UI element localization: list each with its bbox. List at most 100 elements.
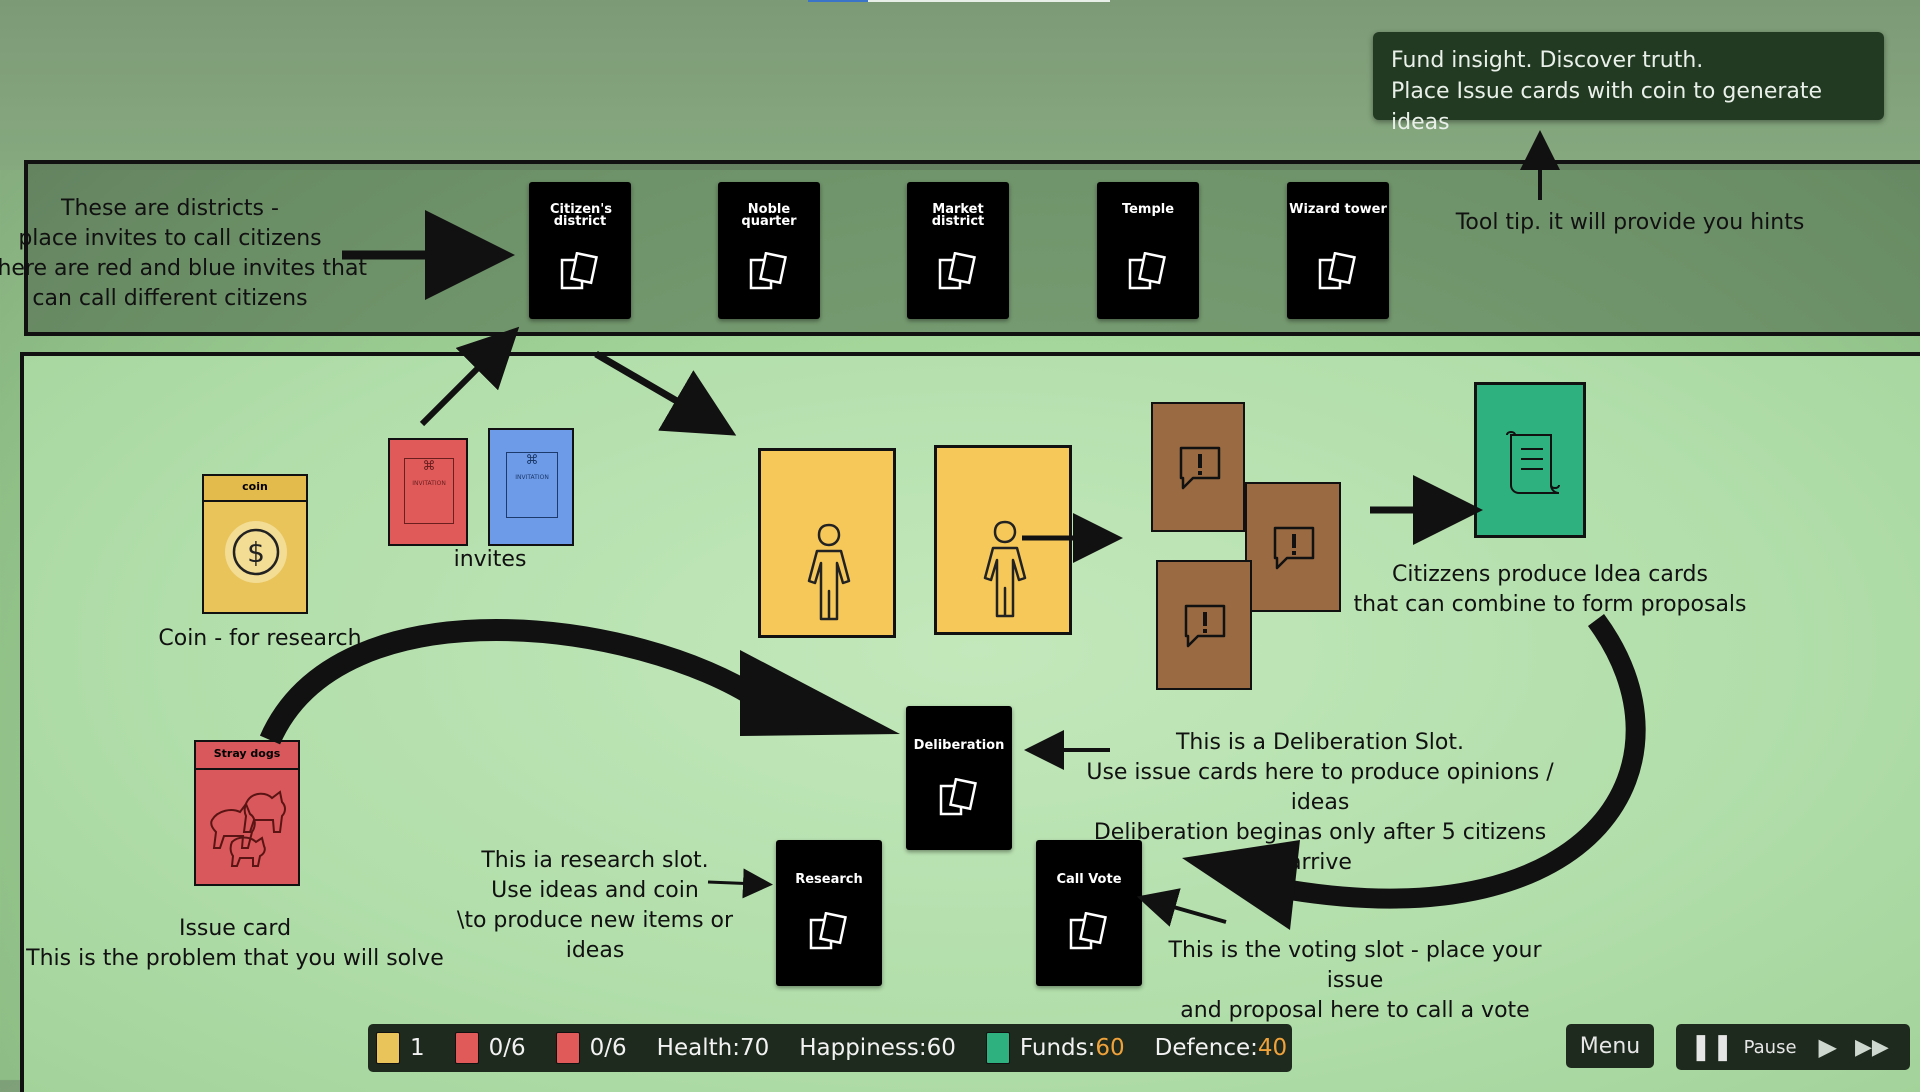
deliberation-note-line: This is a Deliberation Slot. bbox=[1175, 730, 1464, 755]
arrow bbox=[707, 868, 773, 899]
idea-card[interactable] bbox=[1156, 560, 1252, 690]
district-card-label: Noble quarter bbox=[741, 202, 797, 229]
curved-arrow bbox=[1288, 614, 1646, 909]
defence-stat: Defence:40 bbox=[1155, 1035, 1288, 1061]
research-slot-label: Research bbox=[795, 872, 863, 887]
cards-icon bbox=[1126, 251, 1170, 294]
coins-stat: 1 bbox=[376, 1032, 425, 1064]
cards-icon bbox=[936, 251, 980, 294]
invitation-label: INVITATION bbox=[515, 474, 549, 481]
playback-controls: ❚❚ Pause ▶ ▶▶ bbox=[1676, 1024, 1910, 1070]
district-card-citizens[interactable]: Citizen's district bbox=[529, 182, 631, 319]
issue-card[interactable]: Stray dogs bbox=[194, 740, 300, 886]
red-invites-value: 0/6 bbox=[488, 1035, 526, 1061]
red-invites-stat: 0/6 bbox=[454, 1032, 526, 1064]
arrow-head bbox=[1182, 840, 1300, 930]
citizens-note-line: that can combine to form proposals bbox=[1353, 592, 1747, 617]
person-icon bbox=[807, 523, 851, 621]
coin-card[interactable]: coin $ bbox=[202, 474, 308, 614]
invitation-label: INVITATION bbox=[412, 480, 446, 487]
coin-card-label: coin bbox=[204, 476, 306, 502]
scroll-icon bbox=[1506, 431, 1560, 494]
issue-note-line: Issue card bbox=[178, 916, 292, 941]
citizen-invite-icon bbox=[555, 1032, 580, 1064]
blue-invite-card[interactable]: ⌘ INVITATION bbox=[488, 428, 574, 546]
invitation-icon: ⌘ INVITATION bbox=[404, 458, 454, 524]
funds-value: 60 bbox=[1095, 1035, 1125, 1061]
red-invite-icon bbox=[454, 1032, 479, 1064]
cards-icon bbox=[1316, 251, 1360, 294]
pause-button[interactable]: Pause bbox=[1743, 1036, 1797, 1058]
tooltip-line-2: Place Issue cards with coin to generate … bbox=[1391, 79, 1823, 135]
research-note-line: Use ideas and coin bbox=[491, 878, 699, 903]
districts-note-line: can call different citizens bbox=[32, 286, 308, 311]
cards-icon bbox=[558, 251, 602, 294]
district-card-temple[interactable]: Temple bbox=[1097, 182, 1199, 319]
curved-arrow bbox=[259, 619, 767, 745]
status-bar: 1 0/6 0/6 Health:70 Happiness:60 Funds:6… bbox=[368, 1024, 1292, 1072]
citizen-card[interactable] bbox=[758, 448, 896, 638]
tooltip-note: Tool tip. it will provide you hints bbox=[1455, 210, 1805, 235]
defence-label: Defence: bbox=[1154, 1035, 1258, 1061]
coin-icon: $ bbox=[224, 520, 288, 588]
district-card-label: Citizen's district bbox=[550, 202, 613, 229]
cards-icon bbox=[1067, 911, 1111, 954]
arrow bbox=[419, 326, 520, 427]
funds-stat: Funds:60 bbox=[985, 1032, 1125, 1064]
district-card-market[interactable]: Market district bbox=[907, 182, 1009, 319]
arrow-head bbox=[740, 650, 900, 736]
blue-invites-stat: 0/6 bbox=[555, 1032, 627, 1064]
districts-note-line: There are red and blue invites that bbox=[0, 256, 368, 281]
district-card-label: Wizard tower bbox=[1289, 202, 1387, 217]
funds-label: Funds: bbox=[1019, 1035, 1096, 1061]
speech-alert-icon bbox=[1273, 526, 1315, 570]
fast-forward-icon[interactable]: ▶▶ bbox=[1854, 1034, 1889, 1060]
deliberation-slot-label: Deliberation bbox=[913, 738, 1005, 753]
issue-card-label: Stray dogs bbox=[196, 742, 298, 770]
district-card-wizard[interactable]: Wizard tower bbox=[1287, 182, 1389, 319]
arrow bbox=[594, 350, 737, 436]
arrow bbox=[1136, 888, 1227, 927]
citizens-note-line: Citizzens produce Idea cards bbox=[1392, 562, 1708, 587]
proposal-card[interactable] bbox=[1474, 382, 1586, 538]
coin-note: Coin - for research bbox=[158, 626, 362, 651]
vote-slot[interactable]: Call Vote bbox=[1036, 840, 1142, 986]
deliberation-note-line: Use issue cards here to produce opinions… bbox=[1086, 760, 1554, 815]
deliberation-note: This is a Deliberation Slot. Use issue c… bbox=[1060, 728, 1580, 878]
cards-icon bbox=[747, 251, 791, 294]
districts-note-line: place invites to call citizens bbox=[18, 226, 322, 251]
person-icon bbox=[983, 520, 1027, 618]
menu-button[interactable]: Menu bbox=[1566, 1024, 1654, 1068]
deliberation-slot[interactable]: Deliberation bbox=[906, 706, 1012, 850]
research-note-line: \to produce new items or ideas bbox=[456, 908, 734, 963]
dogs-icon bbox=[210, 790, 286, 867]
research-note: This ia research slot. Use ideas and coi… bbox=[430, 846, 760, 966]
red-invite-card[interactable]: ⌘ INVITATION bbox=[388, 438, 468, 546]
idea-card[interactable] bbox=[1245, 482, 1341, 612]
coin-icon bbox=[376, 1032, 400, 1064]
defence-value: 40 bbox=[1257, 1035, 1288, 1061]
speech-alert-icon bbox=[1179, 446, 1221, 490]
research-note-line: This ia research slot. bbox=[481, 848, 709, 873]
vote-slot-label: Call Vote bbox=[1056, 872, 1122, 887]
health-stat: Health:70 bbox=[656, 1035, 770, 1061]
research-slot[interactable]: Research bbox=[776, 840, 882, 986]
district-card-noble[interactable]: Noble quarter bbox=[718, 182, 820, 319]
happiness-stat: Happiness:60 bbox=[799, 1035, 956, 1061]
idea-card[interactable] bbox=[1151, 402, 1245, 532]
tooltip-line-1: Fund insight. Discover truth. bbox=[1391, 48, 1704, 73]
coins-value: 1 bbox=[410, 1035, 425, 1061]
districts-note: These are districts - place invites to c… bbox=[0, 194, 368, 314]
funds-icon bbox=[985, 1032, 1010, 1064]
pause-icon[interactable]: ❚❚ bbox=[1690, 1032, 1734, 1062]
issue-note-line: This is the problem that you will solve bbox=[26, 946, 444, 971]
districts-note-line: These are districts - bbox=[61, 196, 279, 221]
vote-note-line: and proposal here to call a vote bbox=[1180, 998, 1530, 1023]
tooltip-panel: Fund insight. Discover truth. Place Issu… bbox=[1373, 32, 1884, 135]
issue-note: Issue card This is the problem that you … bbox=[20, 914, 450, 974]
play-icon[interactable]: ▶ bbox=[1818, 1033, 1837, 1061]
district-card-label: Market district bbox=[931, 202, 985, 229]
citizens-note: Citizzens produce Idea cards that can co… bbox=[1340, 560, 1760, 620]
blue-invites-value: 0/6 bbox=[589, 1035, 627, 1061]
